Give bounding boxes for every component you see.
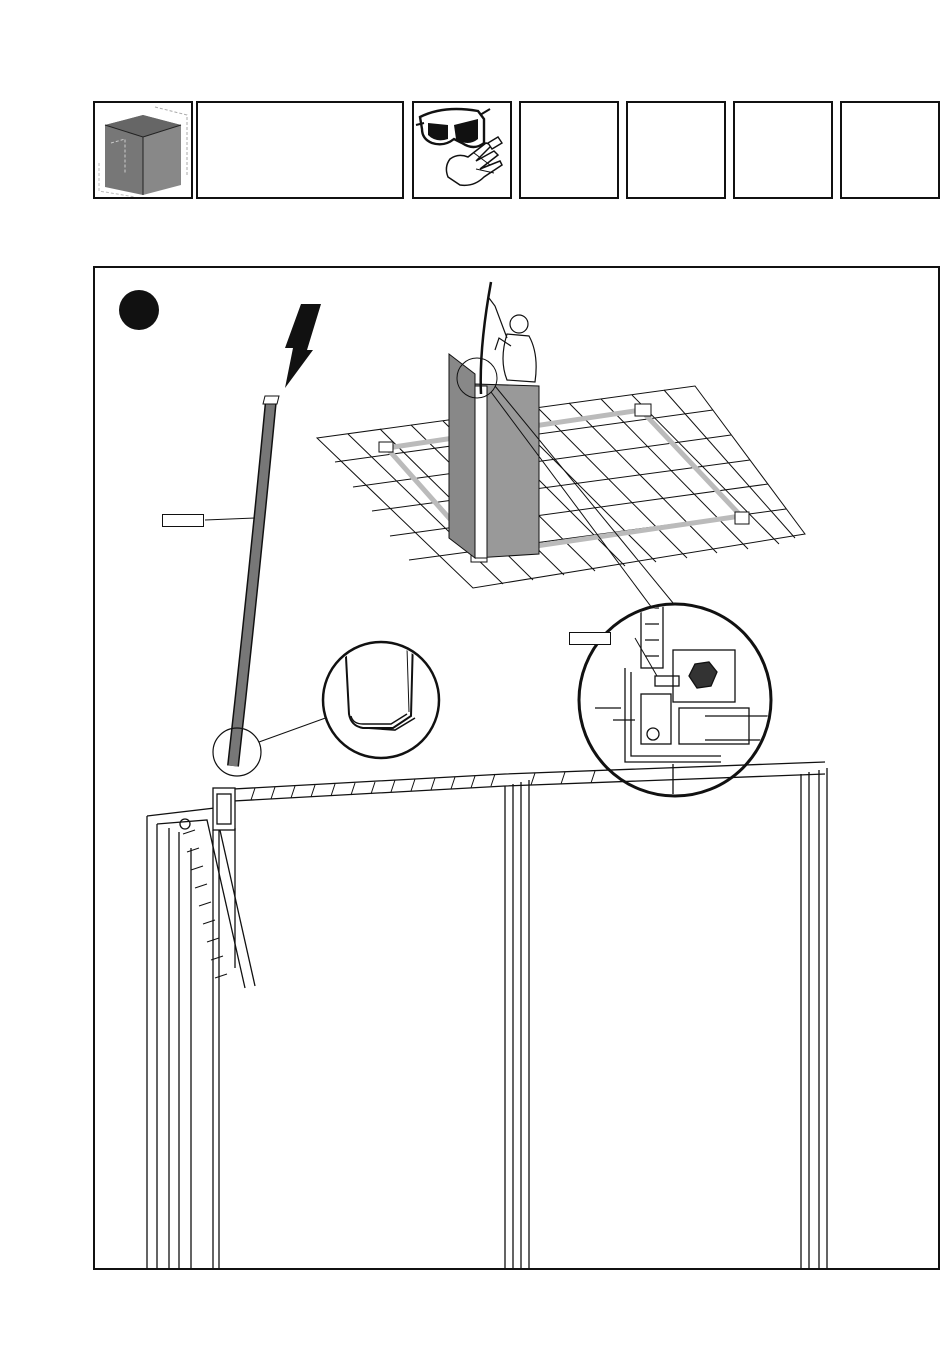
title-box — [196, 101, 404, 199]
goggles-gloves-icon — [414, 103, 510, 197]
empty-box-4 — [840, 101, 940, 199]
lightning-arrow-icon — [285, 304, 321, 388]
profile-bar — [233, 396, 279, 766]
safety-gear-box — [412, 101, 512, 199]
part-label-2 — [569, 632, 611, 645]
part-label-1 — [162, 514, 204, 527]
step-marker-icon — [119, 290, 159, 330]
assembly-illustration — [95, 268, 940, 1270]
shed-cube-icon — [95, 103, 191, 197]
empty-box-3 — [733, 101, 833, 199]
empty-box-1 — [519, 101, 619, 199]
shed-frame — [147, 762, 827, 1270]
empty-box-2 — [626, 101, 726, 199]
shed-icon-box — [93, 101, 193, 199]
profile-end-detail — [323, 638, 439, 758]
assembly-step-frame — [93, 266, 940, 1270]
floor-plan-grid — [317, 386, 805, 588]
wall-panels — [449, 354, 539, 558]
worker-figure — [481, 282, 536, 394]
